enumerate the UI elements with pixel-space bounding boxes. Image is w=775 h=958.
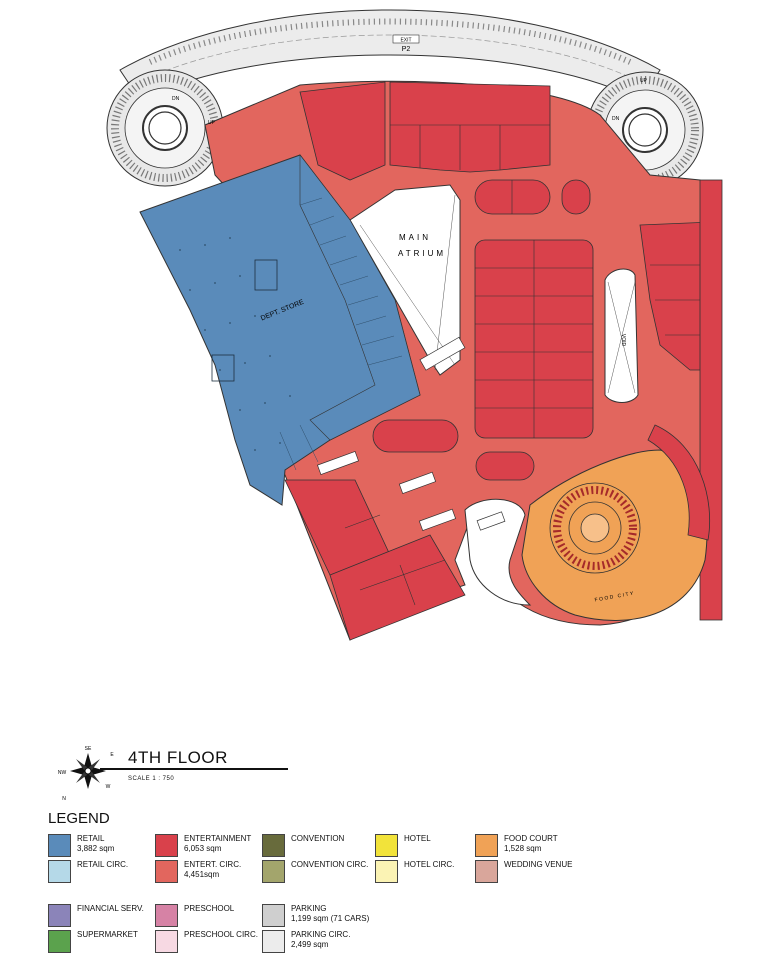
- parking-deck: [119, 9, 661, 101]
- legend-swatch: [155, 930, 178, 953]
- legend-label: HOTEL: [404, 834, 431, 843]
- legend-item-parking-circ: PARKING CIRC.2,499 sqm: [262, 930, 350, 953]
- legend-swatch: [48, 834, 71, 857]
- central-entertainment-grid: [474, 239, 594, 439]
- legend-swatch: [48, 904, 71, 927]
- void-label: VOID: [620, 334, 626, 347]
- legend-item-entert-circ: ENTERT. CIRC.4,451sqm: [155, 860, 241, 883]
- legend-label: PRESCHOOL: [184, 904, 235, 913]
- legend-label: CONVENTION: [291, 834, 345, 843]
- left-ramp: [106, 69, 224, 187]
- escalators: [317, 336, 506, 531]
- compass-nw: NW: [58, 770, 67, 776]
- compass-w: W: [106, 784, 111, 790]
- legend-label: SUPERMARKET: [77, 930, 138, 939]
- legend-swatch: [155, 834, 178, 857]
- legend-label: PARKING: [291, 904, 327, 913]
- legend-label: WEDDING VENUE: [504, 860, 573, 869]
- legend-swatch: [375, 860, 398, 883]
- legend-label: FOOD COURT: [504, 834, 558, 843]
- legend-item-convention: CONVENTION: [262, 834, 344, 857]
- legend-label: FINANCIAL SERV.: [77, 904, 144, 913]
- atrium-label-main: MAIN: [399, 233, 431, 242]
- scale-note: SCALE 1 : 750: [128, 776, 175, 782]
- legend-area: 4,451sqm: [184, 870, 220, 879]
- parking-tag-text: EXIT: [400, 38, 411, 44]
- legend-swatch: [262, 834, 285, 857]
- ramp-up-left: UP: [208, 120, 216, 126]
- legend-label: HOTEL CIRC.: [404, 860, 455, 869]
- southwest-entertainment-block: [284, 479, 466, 641]
- legend-label: RETAIL: [77, 834, 105, 843]
- legend-label: ENTERT. CIRC.: [184, 860, 242, 869]
- compass-e: E: [110, 752, 114, 758]
- legend-area: 2,499 sqm: [291, 940, 329, 949]
- legend-item-wedding-venue: WEDDING VENUE: [475, 860, 572, 883]
- legend-item-hotel: HOTEL: [375, 834, 431, 857]
- legend-label: PRESCHOOL CIRC.: [184, 930, 258, 939]
- legend-swatch: [262, 904, 285, 927]
- legend-area: 1,528 sqm: [504, 844, 542, 853]
- legend-area: 1,199 sqm (71 CARS): [291, 914, 370, 923]
- legend-item-supermarket: SUPERMARKET: [48, 930, 138, 953]
- legend-item-preschool: PRESCHOOL: [155, 904, 234, 927]
- parking-level-tag: EXIT P2: [392, 34, 420, 53]
- legend-swatch: [262, 930, 285, 953]
- floor-title: 4TH FLOOR: [128, 748, 228, 767]
- compass-n: N: [62, 796, 66, 802]
- legend-swatch: [155, 904, 178, 927]
- dept-store: DEPT. STORE: [139, 154, 421, 506]
- legend-title: LEGEND: [48, 810, 110, 827]
- legend-swatch: [48, 930, 71, 953]
- legend-item-retail-circ: RETAIL CIRC.: [48, 860, 128, 883]
- ramp-dn-right: DN: [612, 116, 620, 122]
- atrium-label-atrium: ATRIUM: [398, 249, 446, 258]
- parking-level-label: P2: [402, 46, 411, 53]
- legend-label: CONVENTION CIRC.: [291, 860, 369, 869]
- legend-item-financial-serv: FINANCIAL SERV.: [48, 904, 144, 927]
- compass-rose-icon: SE N NW E W: [58, 746, 115, 802]
- legend-label: RETAIL CIRC.: [77, 860, 129, 869]
- legend-item-preschool-circ: PRESCHOOL CIRC.: [155, 930, 258, 953]
- east-void: VOID: [604, 268, 639, 403]
- north-entertainment-block: [299, 81, 551, 181]
- legend-label: ENTERTAINMENT: [184, 834, 252, 843]
- legend-swatch: [475, 834, 498, 857]
- ramp-dn-left: DN: [172, 96, 180, 102]
- compass-se: SE: [85, 746, 92, 752]
- legend-swatch: [475, 860, 498, 883]
- floor-plan: MAIN ATRIUM VOID: [106, 9, 723, 641]
- legend-swatch: [375, 834, 398, 857]
- food-court: FOOD CITY: [521, 424, 711, 621]
- legend-area: 6,053 sqm: [184, 844, 222, 853]
- legend-swatch: [48, 860, 71, 883]
- legend-swatch: [155, 860, 178, 883]
- ramp-up-right: UP: [640, 78, 648, 84]
- legend-label: PARKING CIRC.: [291, 930, 351, 939]
- legend-item-hotel-circ: HOTEL CIRC.: [375, 860, 454, 883]
- legend-item-convention-circ: CONVENTION CIRC.: [262, 860, 368, 883]
- legend-area: 3,882 sqm: [77, 844, 115, 853]
- east-entertainment-block: [639, 179, 723, 621]
- kiosks: [372, 179, 591, 481]
- title-rule: [100, 768, 288, 770]
- legend-swatch: [262, 860, 285, 883]
